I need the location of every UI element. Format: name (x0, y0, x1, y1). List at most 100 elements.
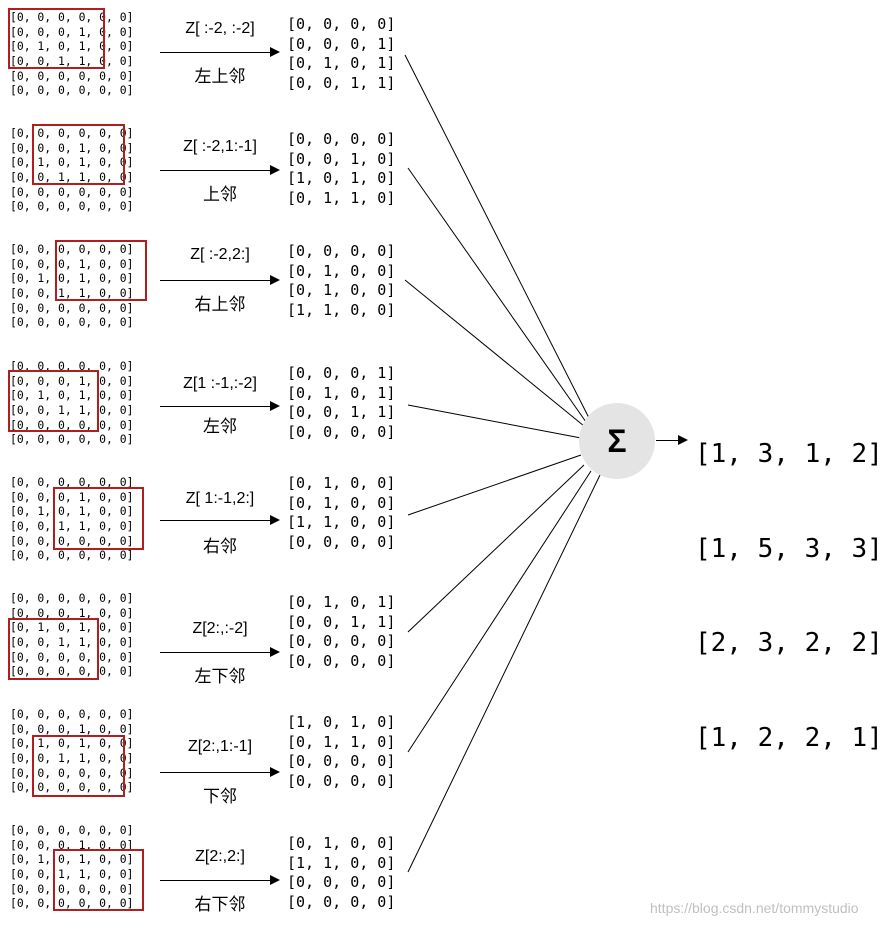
result-matrix: [0, 0, 0, 1][0, 1, 0, 1][0, 0, 1, 1][0, … (287, 364, 395, 442)
arrow-head (270, 275, 280, 285)
result-row: [0, 0, 1, 0] (287, 149, 396, 168)
source-row: [0, 0, 0, 0, 0, 0] (10, 242, 134, 256)
slice-label: Z[2:,:-2] (192, 620, 248, 637)
arrow-head (270, 647, 280, 657)
result-row: [0, 1, 0, 0] (287, 281, 396, 299)
connector-line (407, 404, 582, 439)
source-row: [0, 0, 1, 1, 0, 0] (10, 751, 134, 766)
sum-node: Σ (579, 403, 655, 479)
result-row: [0, 0, 1, 1] (287, 403, 396, 421)
result-row: [0, 0, 0, 0] (287, 532, 396, 551)
connector-line (404, 279, 585, 427)
result-row: [0, 0, 0, 0] (287, 873, 396, 891)
result-row: [0, 0, 0, 0] (287, 752, 396, 770)
source-matrix: [0, 0, 0, 0, 0, 0][0, 0, 0, 1, 0, 0][0, … (10, 10, 133, 98)
result-row: [0, 0, 0, 0] (287, 242, 396, 260)
source-row: [0, 0, 0, 0, 0, 0] (10, 300, 134, 315)
slice-label: Z[2:,1:-1] (187, 738, 253, 755)
result-row: [1, 0, 1, 0] (287, 713, 396, 731)
source-row: [0, 1, 0, 1, 0, 0] (10, 388, 134, 403)
result-matrix: [0, 0, 0, 0][0, 0, 0, 1][0, 1, 0, 1][0, … (287, 15, 395, 93)
slice-highlight (32, 735, 125, 797)
result-matrix: [0, 1, 0, 0][0, 1, 0, 0][1, 1, 0, 0][0, … (287, 474, 395, 552)
neighbor-name: 下邻 (203, 787, 237, 806)
result-row: [0, 1, 0, 0] (287, 493, 396, 512)
neighbor-name: 左下邻 (194, 667, 246, 686)
result-row: [0, 0, 0, 0] (287, 422, 396, 441)
slice-label: Z[2:,2:] (195, 848, 245, 865)
arrow-head (270, 767, 280, 777)
slice-label: Z[ :-2,2:] (190, 246, 250, 263)
watermark: https://blog.csdn.net/tommystudio (650, 900, 859, 916)
slice-highlight (53, 487, 144, 550)
result-row: [1, 1, 0, 0] (287, 513, 396, 531)
result-matrix: [0, 0, 0, 0][0, 1, 0, 0][0, 1, 0, 0][1, … (287, 242, 395, 320)
result-matrix: [0, 0, 0, 0][0, 0, 1, 0][1, 0, 1, 0][0, … (287, 130, 395, 208)
result-row: [1, 0, 1, 0] (287, 169, 396, 187)
connector-line (407, 454, 582, 516)
source-row: [0, 1, 0, 1, 0, 0] (10, 852, 134, 867)
neighbor-name: 右下邻 (194, 895, 246, 914)
source-row: [0, 0, 0, 0, 0, 0] (10, 199, 134, 214)
connector-line (407, 474, 601, 873)
arrow-line (160, 170, 272, 171)
slice-label: Z[ 1:-1,2:] (185, 490, 255, 507)
result-row: [0, 1, 0, 0] (287, 474, 396, 492)
arrow-head (270, 165, 280, 175)
source-row: [0, 0, 0, 0, 0, 0] (10, 83, 134, 98)
result-row: [0, 0, 0, 0] (287, 651, 396, 670)
result-row: [1, 1, 0, 0] (287, 853, 396, 872)
source-row: [0, 0, 0, 1, 0, 0] (10, 605, 134, 620)
source-row: [0, 0, 1, 1, 0, 0] (10, 635, 134, 650)
result-row: [0, 0, 1, 1] (287, 73, 396, 92)
arrow-line (160, 772, 272, 773)
neighbor-name: 右邻 (203, 537, 237, 556)
source-row: [0, 0, 1, 1, 0, 0] (10, 54, 134, 69)
slice-label: Z[ :-2,1:-1] (183, 138, 257, 155)
neighbor-name: 右上邻 (194, 295, 246, 314)
arrow-head (270, 875, 280, 885)
result-row: [0, 0, 0, 0] (287, 130, 396, 148)
source-row: [0, 0, 1, 1, 0, 0] (10, 867, 134, 882)
source-row: [0, 1, 0, 1, 0, 0] (10, 39, 134, 54)
source-row: [0, 0, 0, 0, 0, 0] (10, 417, 134, 432)
arrow-line (160, 652, 272, 653)
arrow-line (160, 52, 272, 53)
source-row: [0, 0, 0, 0, 0, 0] (10, 432, 134, 447)
slice-highlight (8, 618, 99, 680)
source-row: [0, 0, 0, 0, 0, 0] (10, 707, 134, 721)
source-row: [0, 0, 1, 1, 0, 0] (10, 170, 134, 185)
connector-line (407, 464, 585, 633)
result-matrix: [0, 1, 0, 0][1, 1, 0, 0][0, 0, 0, 0][0, … (287, 834, 395, 912)
source-row: [0, 0, 0, 0, 0, 0] (10, 896, 134, 911)
slice-highlight (8, 370, 99, 432)
source-row: [0, 0, 1, 1, 0, 0] (10, 403, 134, 418)
arrow-line (160, 406, 272, 407)
source-row: [0, 0, 0, 0, 0, 0] (10, 68, 134, 83)
result-row: [0, 1, 0, 1] (287, 54, 396, 72)
result-row: [1, 1, 0, 0] (287, 300, 396, 319)
arrow-head (270, 515, 280, 525)
result-row: [0, 0, 0, 0] (287, 771, 396, 790)
slice-label: Z[1 :-1,:-2] (183, 375, 257, 392)
source-row: [0, 0, 0, 0, 0, 0] (10, 533, 134, 548)
arrow-line (160, 880, 272, 881)
source-row: [0, 1, 0, 1, 0, 0] (10, 155, 134, 170)
result-matrix: [0, 1, 0, 1][0, 0, 1, 1][0, 0, 0, 0][0, … (287, 593, 395, 671)
arrow-head (270, 47, 280, 57)
arrow-line (160, 280, 272, 281)
source-row: [0, 0, 0, 1, 0, 0] (10, 373, 134, 388)
result-row: [0, 0, 0, 1] (287, 34, 396, 53)
result-row: [0, 1, 0, 0] (287, 834, 396, 852)
source-row: [0, 0, 0, 0, 0, 0] (10, 548, 134, 563)
source-row: [0, 0, 0, 0, 0, 0] (10, 780, 134, 795)
source-matrix: [0, 0, 0, 0, 0, 0][0, 0, 0, 1, 0, 0][0, … (10, 126, 133, 214)
output-row: [1, 5, 3, 3] (695, 533, 883, 564)
result-row: [0, 0, 0, 0] (287, 632, 396, 650)
arrow-line (160, 520, 272, 521)
source-row: [0, 0, 0, 0, 0, 0] (10, 184, 134, 199)
source-matrix: [0, 0, 0, 0, 0, 0][0, 0, 0, 1, 0, 0][0, … (10, 823, 133, 911)
source-matrix: [0, 0, 0, 0, 0, 0][0, 0, 0, 1, 0, 0][0, … (10, 591, 133, 679)
source-row: [0, 0, 0, 1, 0, 0] (10, 489, 134, 504)
